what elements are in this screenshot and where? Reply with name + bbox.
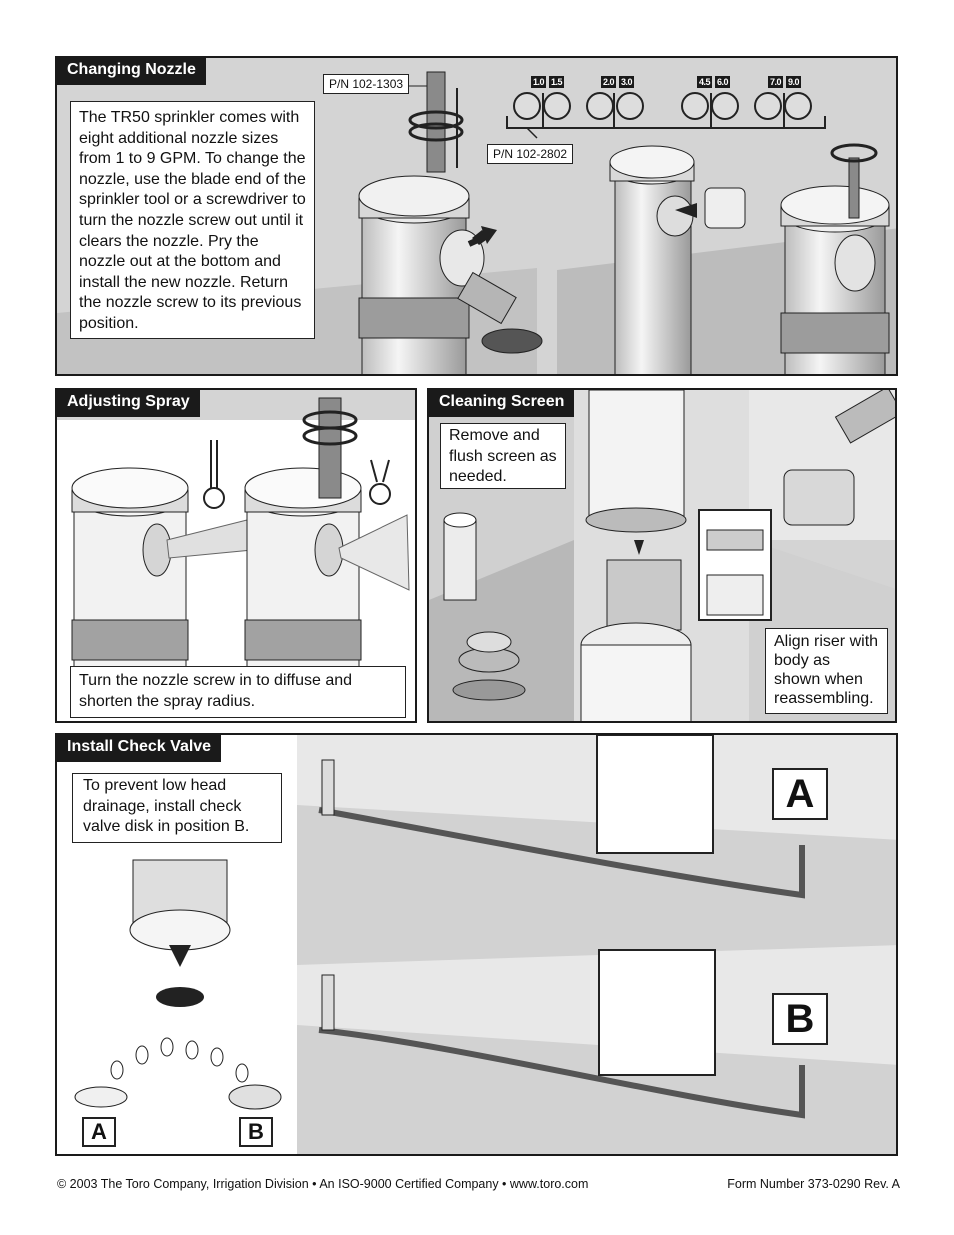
disk-position-a [74,1086,128,1108]
pipe-b [318,974,805,1119]
footer-copyright: © 2003 The Toro Company, Irrigation Divi… [57,1177,589,1191]
pipe-a [318,759,805,899]
changing-nozzle-panel: Changing Nozzle The TR50 sprinkler comes… [55,56,898,376]
sprinkler-body-1 [358,175,485,374]
nozzle-size-label: 2.0 [601,76,617,88]
spray-instructions: Turn the nozzle screw in to diffuse and … [70,666,406,718]
footer-form-number: Form Number 373-0290 Rev. A [727,1177,900,1191]
sprinkler-body-2 [609,145,746,374]
flush-screen [783,390,895,526]
screen-instructions: Remove and flush screen as needed. [440,423,566,489]
nozzle-size-row [506,92,826,139]
section-title: Changing Nozzle [57,58,206,85]
detail-a [596,735,714,854]
section-title: Adjusting Spray [57,390,200,417]
nozzle-size-label: 7.0 [768,76,784,88]
sprinkler-right [244,397,410,681]
adjusting-spray-panel: Adjusting Spray Turn the nozzle screw in… [55,388,417,723]
disk-rotation [110,1037,249,1083]
section-title: Cleaning Screen [429,390,575,417]
check-valve-panel: Install Check Valve To prevent low head … [55,733,898,1156]
nozzle-size-label: 1.5 [549,76,565,88]
spray-indicator-narrow [203,440,225,509]
riser-assembly [580,390,692,721]
position-b-badge: B [239,1117,273,1147]
nozzle-size-label: 6.0 [715,76,731,88]
detail-b [598,949,716,1076]
position-a-large-badge: A [772,768,828,820]
nozzle-size-label: 3.0 [619,76,635,88]
section-title: Install Check Valve [57,735,222,762]
check-valve-instructions: To prevent low head drainage, install ch… [72,773,282,843]
alignment-detail [698,509,772,621]
spray-indicator-wide [369,459,391,505]
disk-position-b [228,1084,282,1110]
tool-part-number: P/N 102-1303 [323,74,410,94]
position-b-large-badge: B [772,993,828,1045]
spigot [443,512,477,601]
screen-removal [452,631,526,701]
sprinkler-tool-1 [408,71,464,173]
changing-nozzle-illustration [57,71,896,374]
sprinkler-left [71,467,253,681]
cleaning-screen-panel: Cleaning Screen Remove and flush screen … [427,388,897,723]
sprinkler-body-3 [780,143,890,374]
nozzle-size-label: 1.0 [531,76,547,88]
position-a-badge: A [82,1117,116,1147]
nozzle-part-number: P/N 102-2802 [487,144,574,164]
nozzle-instructions: The TR50 sprinkler comes with eight addi… [70,101,315,339]
check-valve-disk [156,987,204,1007]
align-note: Align riser with body as shown when reas… [765,628,888,714]
nozzle-size-label: 9.0 [786,76,802,88]
check-valve-screen [129,859,231,967]
nozzle-size-label: 4.5 [697,76,713,88]
